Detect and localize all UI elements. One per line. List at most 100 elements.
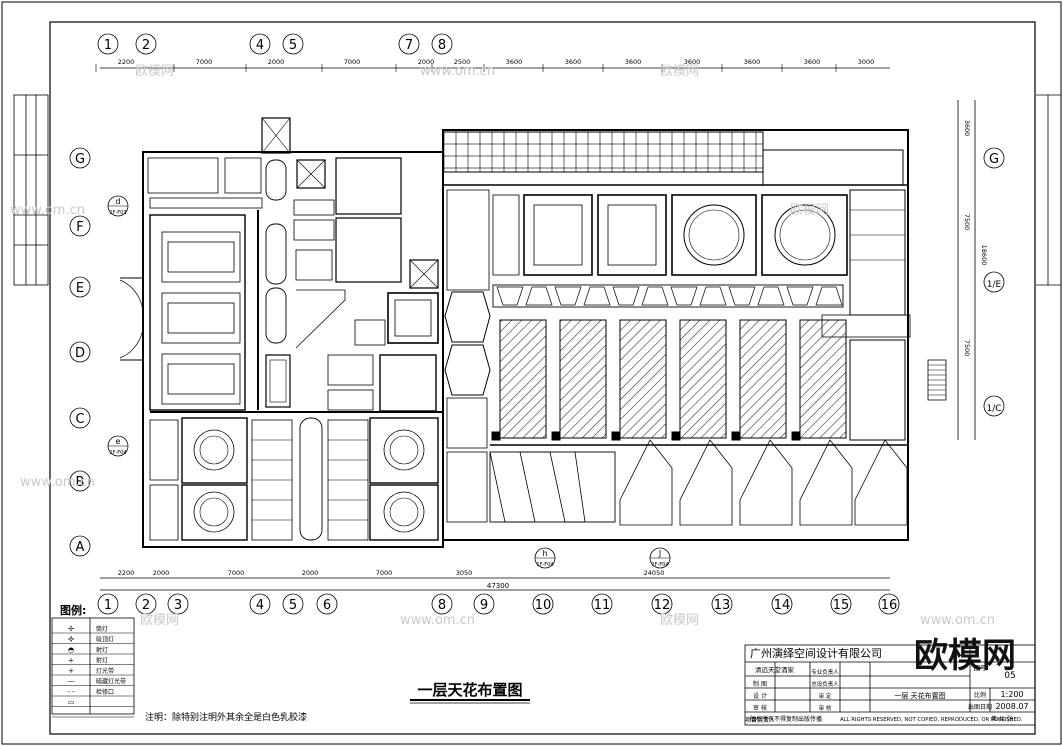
axis-bottom-15: 15	[833, 598, 850, 613]
axis-bottom-11: 11	[594, 598, 611, 613]
legend-label: 检修口	[96, 688, 114, 696]
axis-bottom-14: 14	[774, 598, 791, 613]
dim-bottom-5: 3050	[456, 569, 473, 577]
axis-bottom-2: 2	[142, 598, 150, 613]
watermark-text: 欧模网	[135, 64, 174, 79]
copyright-cn: 版权所有不得复制出版传播	[750, 715, 822, 723]
dim-bottom-1: 2000	[153, 569, 170, 577]
trapezoid-panel	[554, 286, 582, 306]
dim-right-2: 7500	[963, 340, 971, 357]
hatched-panel	[799, 319, 847, 439]
section-mark-ref: 1F-F04	[651, 562, 668, 568]
axis-bottom-6: 6	[323, 598, 331, 613]
axis-left-D: D	[75, 346, 85, 361]
watermark-text: 欧模网	[790, 203, 829, 218]
watermark-text: www.om.cn	[400, 613, 475, 628]
axis-left-G: G	[75, 152, 85, 167]
legend-label: 射灯	[96, 646, 108, 654]
axis-top-5-circle	[282, 33, 304, 55]
role-right: 审 核	[819, 704, 832, 712]
legend-symbol-icon: - -	[67, 688, 75, 696]
drawing-name: 一层 天花布置图	[894, 691, 945, 700]
legend-symbol-icon: +	[68, 657, 74, 665]
dim-bottom-4: 7000	[376, 569, 393, 577]
axis-bottom-13: 13	[714, 598, 731, 613]
dimension-line-right	[957, 100, 976, 440]
trapezoid-panel	[815, 286, 843, 306]
general-note: 注明：除特别注明外其余全是白色乳胶漆	[145, 711, 307, 723]
dim-top-1: 7000	[196, 58, 213, 66]
axis-left-D-circle	[69, 341, 91, 363]
watermark-text: 欧模网	[140, 613, 179, 628]
axis-bottom-5: 5	[289, 598, 297, 613]
legend-label: 筒灯	[96, 625, 108, 633]
axis-top-1-circle	[97, 33, 119, 55]
title-block-frame	[744, 644, 1036, 726]
column	[491, 431, 501, 441]
hatched-panel	[739, 319, 787, 439]
dim-top-0: 2200	[118, 58, 135, 66]
dim-right-3: 18600	[980, 245, 988, 266]
watermark-text: 欧模网	[660, 613, 699, 628]
hatched-panel	[619, 319, 667, 439]
scale-label: 比例	[974, 691, 986, 699]
lower-diamond-panels	[619, 439, 908, 526]
axis-bottom-12: 12	[654, 598, 671, 613]
trapezoid-panel	[496, 286, 524, 306]
legend-title: 图例:	[60, 603, 86, 617]
role-left: 设 计	[753, 692, 767, 700]
axis-top-5: 5	[289, 38, 297, 53]
watermark-text: www.om.cn	[10, 203, 85, 218]
axis-right-1-C: 1/C	[986, 404, 1001, 414]
axis-left-A: A	[76, 540, 85, 555]
watermark-text: www.om.cn	[920, 613, 995, 628]
project-name: 清远天堂酒家	[755, 665, 795, 674]
legend-label: 暗藏灯光带	[96, 678, 126, 686]
axis-bottom-16-circle	[878, 593, 900, 615]
dim-top-11: 3600	[804, 58, 821, 66]
drawing-no: 05	[1004, 671, 1015, 681]
axis-bottom-8-circle	[431, 593, 453, 615]
axis-bottom-1-circle	[97, 593, 119, 615]
legend-label: 灯光带	[96, 667, 114, 675]
total-dimension: 47300	[487, 582, 509, 590]
right-binding-strip	[1036, 94, 1061, 286]
section-mark-ref: 1F-F03	[109, 210, 126, 216]
dim-top-5: 2500	[454, 58, 471, 66]
left-building-wing	[119, 117, 444, 548]
dim-right-0: 3600	[963, 120, 971, 137]
axis-left-C: C	[75, 412, 84, 427]
inner-border	[49, 21, 1036, 735]
axis-top-4-circle	[249, 33, 271, 55]
legend-label: 射灯	[96, 657, 108, 665]
axis-top-8-circle	[431, 33, 453, 55]
axis-bottom-14-circle	[771, 593, 793, 615]
axis-top-2-circle	[135, 33, 157, 55]
dim-bottom-3: 2000	[302, 569, 319, 577]
trapezoid-panel	[583, 286, 611, 306]
axis-top-7: 7	[405, 38, 413, 53]
dim-top-10: 3600	[744, 58, 761, 66]
date-value: 2008.07	[995, 702, 1028, 711]
role-right: 专业负责人	[811, 668, 839, 676]
axis-bottom-4-circle	[249, 593, 271, 615]
section-mark-letter: J	[658, 549, 661, 558]
company-name: 广州演绎空间设计有限公司	[750, 646, 882, 660]
axis-left-G-circle	[69, 147, 91, 169]
axis-bottom-11-circle	[591, 593, 613, 615]
axis-bottom-12-circle	[651, 593, 673, 615]
trapezoid-panel	[525, 286, 553, 306]
axis-left-E: E	[76, 281, 84, 296]
axis-bottom-9-circle	[473, 593, 495, 615]
axis-right-1-E-circle	[983, 271, 1005, 293]
diamond-panel	[739, 439, 793, 526]
axis-left-C-circle	[69, 407, 91, 429]
axis-right-G-circle	[983, 147, 1005, 169]
dim-top-9: 3600	[684, 58, 701, 66]
section-mark-letter: h	[542, 549, 547, 558]
